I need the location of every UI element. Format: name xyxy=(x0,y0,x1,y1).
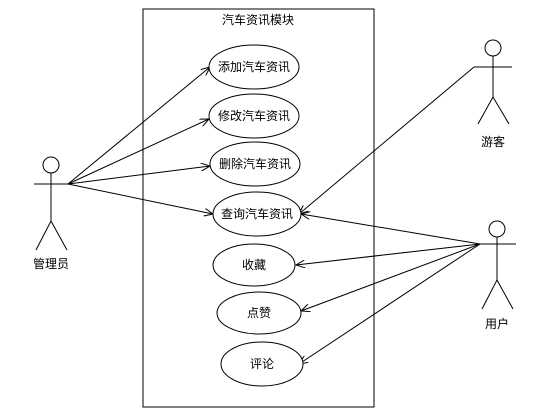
assoc-admin-delete xyxy=(67,166,210,185)
use-case-add-label: 添加汽车资讯 xyxy=(218,59,290,74)
actor-admin-label: 管理员 xyxy=(33,256,69,271)
assoc-user-query xyxy=(301,214,481,245)
use-case-like[interactable]: 点赞 xyxy=(216,291,302,335)
use-case-comment-label: 评论 xyxy=(250,357,274,371)
actor-admin[interactable]: 管理员 xyxy=(33,156,69,271)
system-boundary xyxy=(142,8,375,408)
use-case-favorite-label: 收藏 xyxy=(242,258,266,272)
actor-visitor-label: 游客 xyxy=(481,134,505,149)
assoc-admin-query xyxy=(67,183,213,214)
associations xyxy=(67,66,481,364)
assoc-user-like xyxy=(301,243,481,311)
actor-user[interactable]: 用户 xyxy=(478,220,516,331)
assoc-admin-edit xyxy=(67,119,209,185)
use-case-favorite[interactable]: 收藏 xyxy=(212,243,296,287)
use-case-comment[interactable]: 评论 xyxy=(220,341,304,387)
assoc-user-comment xyxy=(299,243,481,364)
use-case-query[interactable]: 查询汽车资讯 xyxy=(212,191,302,237)
assoc-user-favorite xyxy=(296,243,481,265)
use-case-add[interactable]: 添加汽车资讯 xyxy=(208,44,300,90)
system-title: 汽车资讯模块 xyxy=(222,12,294,27)
use-case-like-label: 点赞 xyxy=(247,306,271,320)
use-case-query-label: 查询汽车资讯 xyxy=(221,206,293,221)
use-case-edit[interactable]: 修改汽车资讯 xyxy=(208,93,300,139)
use-case-edit-label: 修改汽车资讯 xyxy=(218,108,290,123)
assoc-visitor-query xyxy=(299,66,475,214)
actor-visitor[interactable]: 游客 xyxy=(474,39,512,149)
use-case-delete-label: 删除汽车资讯 xyxy=(219,156,291,171)
assoc-admin-add xyxy=(67,67,210,185)
use-case-delete[interactable]: 删除汽车资讯 xyxy=(209,141,301,187)
actor-user-label: 用户 xyxy=(485,316,509,331)
